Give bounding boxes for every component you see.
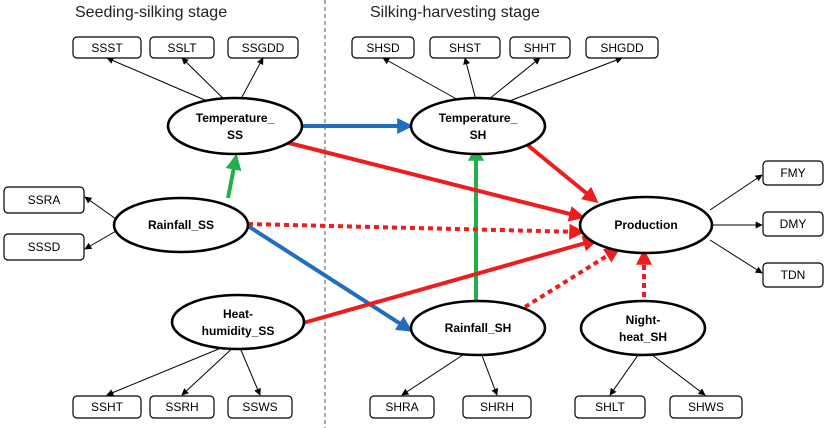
svg-text:FMY: FMY [780, 166, 805, 180]
svg-text:SSHT: SSHT [91, 400, 124, 414]
node-rainfall-sh: Rainfall_SH [409, 299, 547, 357]
indicator-ssst: SSST [72, 36, 142, 59]
path-rainfall-ss-to-production [247, 222, 586, 240]
indicator-ssws: SSWS [227, 395, 293, 419]
svg-text:DMY: DMY [780, 217, 807, 231]
svg-text:SSWS: SSWS [242, 400, 277, 414]
path-rainfall-ss-to-rainfall-sh [246, 224, 413, 332]
svg-text:SHRA: SHRA [385, 400, 418, 414]
path-temperature-ss-to-production [284, 140, 586, 222]
stage-title-left: Seeding-silking stage [75, 4, 227, 21]
indicator-tdn: TDN [762, 262, 824, 288]
svg-text:humidity_SS: humidity_SS [202, 324, 275, 338]
indicator-shgdd: SHGDD [585, 36, 659, 59]
indicator-shlt: SHLT [574, 395, 646, 419]
svg-text:heat_SH: heat_SH [619, 330, 667, 344]
svg-text:TDN: TDN [781, 268, 806, 282]
indicator-sssd: SSSD [3, 233, 85, 261]
node-temperature-sh: Temperature_ SH [409, 96, 547, 156]
indicator-ssht: SSHT [72, 395, 142, 419]
indicator-shws: SHWS [669, 395, 743, 419]
svg-text:Rainfall_SS: Rainfall_SS [148, 218, 214, 232]
node-production: Production [578, 195, 714, 255]
svg-text:SHST: SHST [449, 41, 482, 55]
stage-title-right: Silking-harvesting stage [370, 4, 540, 21]
indicator-sslt: SSLT [149, 36, 215, 59]
svg-text:SSGDD: SSGDD [242, 41, 285, 55]
path-arrows [225, 118, 652, 332]
indicator-shst: SHST [429, 36, 501, 59]
latent-nodes: Temperature_ SS Temperature_ SH Rainfall… [112, 96, 714, 357]
svg-text:SSSD: SSSD [28, 240, 61, 254]
indicator-dmy: DMY [762, 211, 824, 237]
svg-text:SHRH: SHRH [480, 400, 514, 414]
svg-text:SHSD: SHSD [366, 41, 400, 55]
node-rainfall-ss: Rainfall_SS [112, 196, 250, 254]
svg-text:SS: SS [227, 128, 243, 142]
svg-text:Night-: Night- [626, 313, 661, 327]
path-heat-humidity-ss-to-production [302, 235, 600, 325]
svg-text:SSLT: SSLT [167, 41, 197, 55]
indicator-shht: SHHT [509, 36, 571, 59]
indicator-shrh: SHRH [462, 395, 532, 419]
indicator-ssra: SSRA [3, 186, 85, 214]
svg-text:SSST: SSST [91, 41, 123, 55]
indicator-boxes: SSST SSLT SSGDD SHSD SHST SHHT SHGDD SSR… [3, 36, 824, 419]
svg-text:SHGDD: SHGDD [600, 41, 644, 55]
path-rainfall-sh-to-production [523, 247, 621, 309]
indicator-ssrh: SSRH [149, 395, 215, 419]
svg-text:SSRH: SSRH [165, 400, 198, 414]
svg-text:SHHT: SHHT [524, 41, 557, 55]
svg-text:Temperature_: Temperature_ [196, 111, 275, 125]
svg-text:Temperature_: Temperature_ [439, 111, 518, 125]
indicator-ssgdd: SSGDD [227, 36, 299, 59]
svg-text:Heat-: Heat- [223, 307, 253, 321]
svg-text:SHLT: SHLT [595, 400, 625, 414]
svg-text:SH: SH [470, 128, 487, 142]
indicator-shsd: SHSD [351, 36, 415, 59]
indicator-fmy: FMY [762, 160, 824, 186]
svg-text:Rainfall_SH: Rainfall_SH [445, 321, 512, 335]
svg-text:SHWS: SHWS [688, 400, 724, 414]
node-night-heat-sh: Night- heat_SH [579, 299, 707, 357]
svg-text:Production: Production [614, 218, 677, 232]
path-rainfall-ss-to-temperature-ss [225, 153, 242, 199]
node-heat-humidity-ss: Heat- humidity_SS [170, 293, 306, 351]
indicator-shra: SHRA [369, 395, 435, 419]
node-temperature-ss: Temperature_ SS [166, 96, 304, 156]
path-temperature-sh-to-production [523, 141, 599, 204]
svg-text:SSRA: SSRA [28, 193, 61, 207]
